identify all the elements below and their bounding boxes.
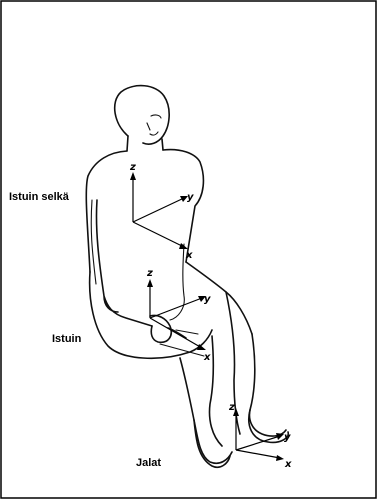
x-label-backrest: x: [185, 250, 193, 261]
y-label-seat: y: [204, 294, 211, 305]
y-label-feet: y: [284, 432, 291, 443]
z-label-feet: z: [228, 402, 235, 413]
label-seat: Istuin: [52, 333, 82, 345]
z-label-backrest: z: [129, 162, 136, 173]
z-label-seat: z: [146, 268, 153, 279]
label-feet: Jalat: [136, 457, 161, 469]
label-backrest: Istuin selkä: [9, 191, 70, 203]
x-label-feet: x: [284, 459, 292, 470]
x-label-seat: x: [203, 352, 211, 363]
y-label-backrest: y: [187, 192, 194, 203]
